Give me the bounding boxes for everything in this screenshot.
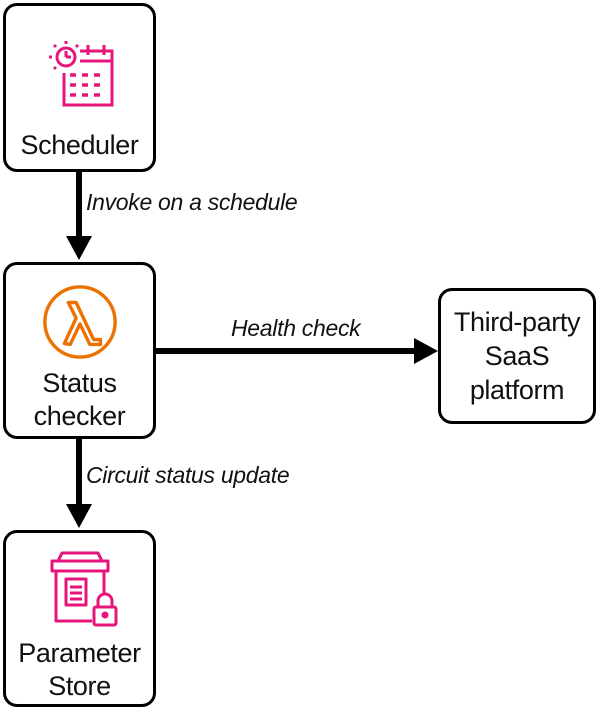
parameter-store-label-line2: Store [48,671,111,701]
scheduler-label: Scheduler [21,129,139,162]
parameter-store-node[interactable]: Parameter Store [3,530,156,707]
status-checker-node[interactable]: Status checker [3,262,156,439]
parameter-store-icon [50,551,117,627]
calendar-clock-icon [48,41,113,107]
parameter-store-label: Parameter Store [18,637,141,703]
edge-label-health-check: Health check [231,315,361,341]
status-checker-label: Status checker [34,367,126,433]
third-party-saas-label: Third-party SaaS platform [453,305,581,407]
lambda-icon [42,285,117,359]
edge-health-check-arrow [156,338,438,364]
scheduler-node[interactable]: Scheduler [3,3,156,172]
parameter-store-label-line1: Parameter [18,638,141,668]
status-checker-label-line2: checker [33,401,126,431]
edge-circuit-update-arrow [66,439,92,528]
status-checker-label-line1: Status [42,368,117,398]
edge-label-invoke: Invoke on a schedule [86,189,298,215]
third-party-label-line3: platform [469,375,565,405]
third-party-saas-node[interactable]: Third-party SaaS platform [438,288,596,424]
third-party-label-line1: Third-party [453,307,581,337]
third-party-label-line2: SaaS [484,341,550,371]
edge-invoke-arrow [66,172,92,260]
scheduler-label-text: Scheduler [20,130,139,160]
edge-label-circuit-update: Circuit status update [86,462,290,488]
